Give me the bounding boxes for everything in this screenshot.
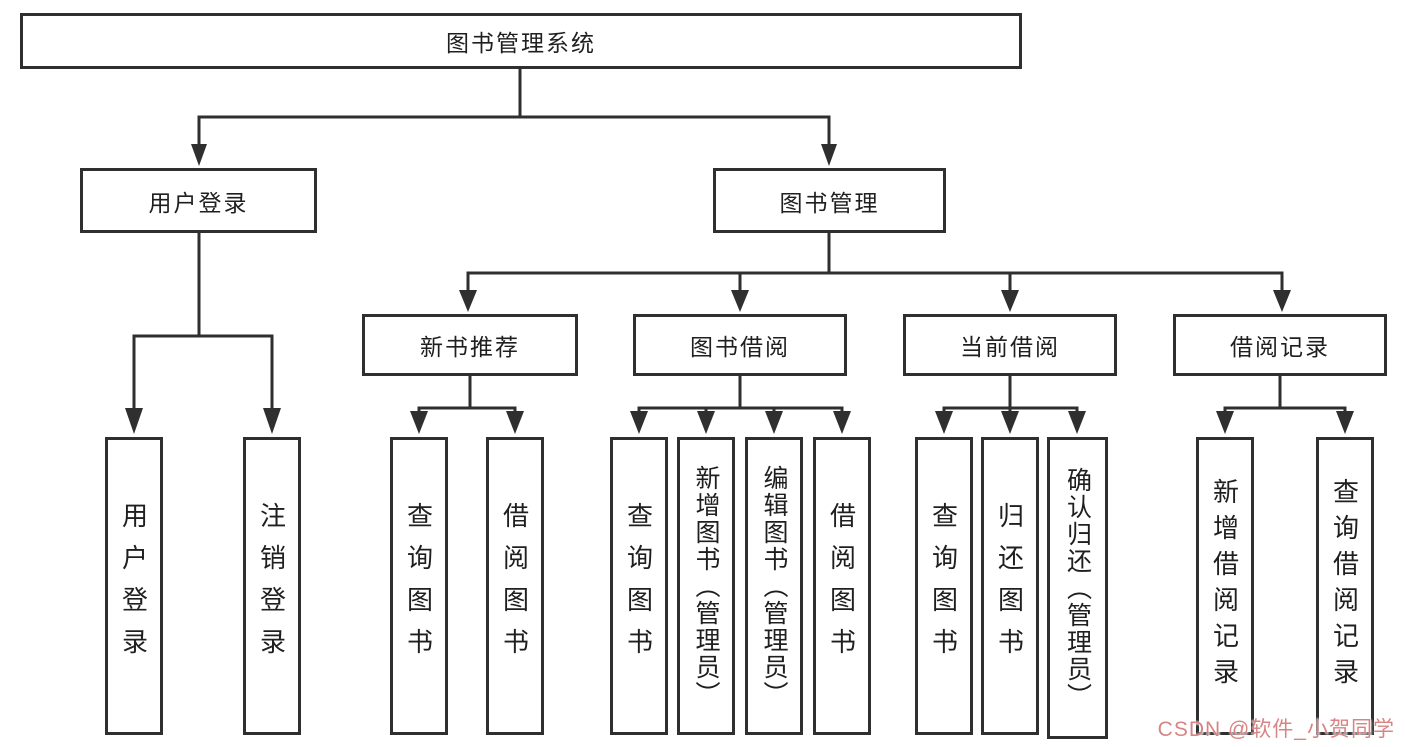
arrowhead — [833, 411, 851, 434]
arrowhead — [765, 411, 783, 434]
arrowhead — [1068, 411, 1086, 434]
leaf-add-borrow-record: 新增借阅记录 — [1196, 437, 1254, 735]
connector-borrow-records — [1223, 374, 1347, 415]
leaf-add-books-admin: 新增图书（管理员） — [677, 437, 735, 735]
connector-paths — [132, 67, 1347, 415]
arrowhead — [697, 411, 715, 434]
arrowhead — [459, 290, 477, 312]
leaf-confirm-return-admin: 确认归还（管理员） — [1047, 437, 1108, 739]
arrowhead — [410, 411, 428, 434]
arrowhead — [1273, 290, 1291, 312]
connector-user-login — [132, 231, 274, 412]
leaf-query-books-current: 查询图书 — [915, 437, 973, 735]
connector-root — [197, 67, 831, 148]
node-current-borrow: 当前借阅 — [903, 314, 1117, 376]
arrowhead — [1216, 411, 1234, 434]
node-book-management: 图书管理 — [713, 168, 946, 233]
arrowhead — [935, 411, 953, 434]
connector-current-borrow — [942, 374, 1079, 415]
arrowheads — [125, 144, 1354, 434]
node-book-borrow: 图书借阅 — [633, 314, 847, 376]
arrowhead — [1001, 290, 1019, 312]
arrowhead — [506, 411, 524, 434]
leaf-logout: 注销登录 — [243, 437, 301, 735]
leaf-borrow-books: 借阅图书 — [813, 437, 871, 735]
csdn-watermark: CSDN @软件_小贺同学 — [1157, 718, 1395, 741]
arrowhead — [1001, 411, 1019, 434]
node-borrow-records: 借阅记录 — [1173, 314, 1387, 376]
leaf-query-books-borrow: 查询图书 — [610, 437, 668, 735]
node-root: 图书管理系统 — [20, 13, 1022, 69]
arrowhead — [731, 290, 749, 312]
arrowhead — [125, 408, 143, 434]
node-user-login: 用户登录 — [80, 168, 317, 233]
leaf-query-books-recommend: 查询图书 — [390, 437, 448, 735]
arrowhead — [630, 411, 648, 434]
leaf-user-login: 用户登录 — [105, 437, 163, 735]
arrowhead — [263, 408, 281, 434]
arrowhead — [191, 144, 207, 166]
arrowhead — [821, 144, 837, 166]
connector-new-book-recommend — [417, 374, 517, 415]
leaf-query-borrow-record: 查询借阅记录 — [1316, 437, 1374, 735]
connector-book-borrow — [637, 374, 844, 415]
node-new-book-recommend: 新书推荐 — [362, 314, 578, 376]
leaf-borrow-books-recommend: 借阅图书 — [486, 437, 544, 735]
connector-book-management — [466, 231, 1284, 294]
leaf-return-books: 归还图书 — [981, 437, 1039, 735]
leaf-edit-books-admin: 编辑图书（管理员） — [745, 437, 803, 735]
arrowhead — [1336, 411, 1354, 434]
